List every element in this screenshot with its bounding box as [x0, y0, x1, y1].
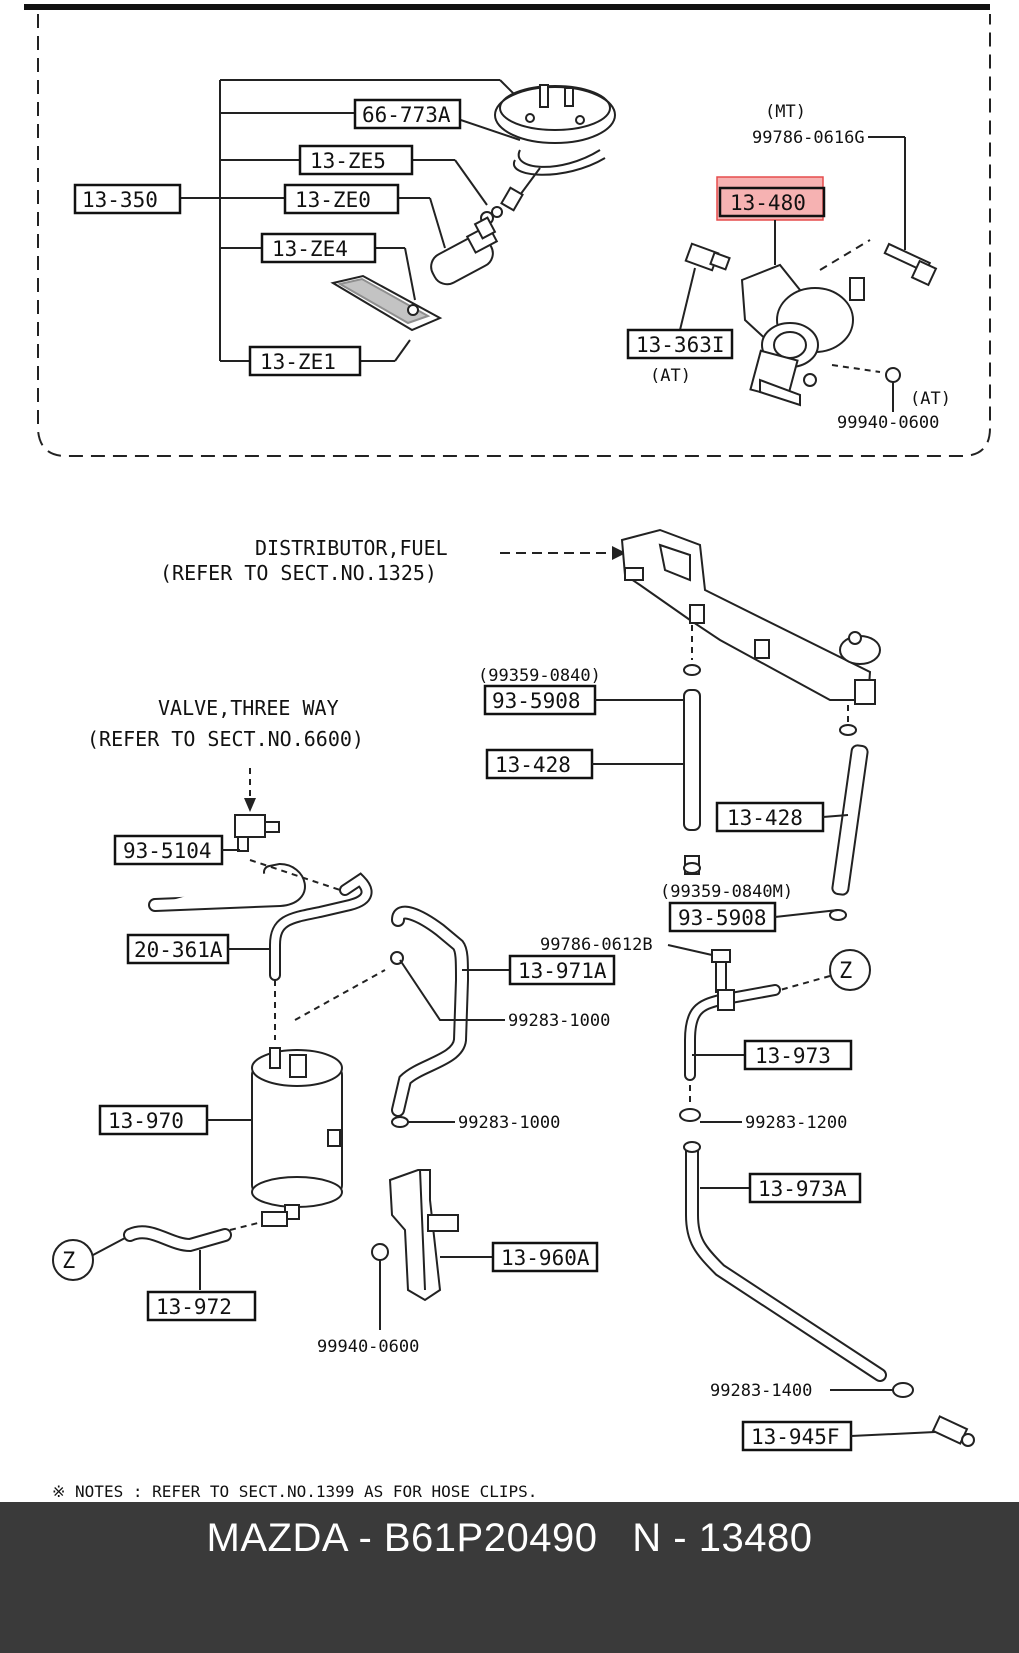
footer-bar: MAZDA - B61P20490 N - 13480: [0, 1502, 1019, 1653]
label-13-ze1: 13-ZE1: [260, 350, 336, 374]
label-mt-bolt: 99786-0616G: [752, 128, 865, 148]
label-13-945f: 13-945F: [751, 1425, 840, 1449]
label-20-361a: 20-361A: [134, 938, 223, 962]
label-clip-1000-a: 99283-1000: [508, 1011, 610, 1031]
part-number-caption: MAZDA - B61P20490 N - 13480: [206, 1516, 813, 1560]
middle-hose-drawing: [391, 905, 470, 1117]
fuel-pump-drawing: [430, 206, 503, 286]
fuel-pump-module-drawing: [494, 84, 616, 212]
left-fuel-hose-drawing: [683, 625, 701, 875]
label-66-773a: 66-773A: [362, 103, 451, 127]
label-13-350: 13-350: [82, 188, 158, 212]
vapor-pipe-drawing: [269, 872, 386, 1040]
z-mark-left: [52, 1239, 94, 1281]
label-valve-ref: (REFER TO SECT.NO.6600): [87, 727, 364, 751]
label-clip-1200: 99283-1200: [745, 1113, 847, 1133]
pressure-regulator-drawing: [740, 263, 865, 407]
label-13-973: 13-973: [755, 1044, 831, 1068]
right-bolt-drawing: [711, 949, 731, 993]
label-clip-code-top: (99359-0840): [478, 666, 601, 686]
label-13-ze0: 13-ZE0: [295, 188, 371, 212]
vent-hose-drawing: [148, 859, 341, 912]
upper-group-frame: [37, 14, 991, 457]
pipe-13-973a-drawing: [683, 1141, 914, 1398]
label-mt: (MT): [765, 102, 806, 122]
label-13-972: 13-972: [156, 1295, 232, 1319]
fuel-filter-drawing: [330, 274, 443, 332]
label-at-nut: 99940-0600: [837, 413, 939, 433]
bracket-drawing: [371, 1169, 459, 1302]
label-13-970: 13-970: [108, 1109, 184, 1133]
label-distributor: DISTRIBUTOR,FUEL: [255, 536, 448, 560]
at-nut-drawing: [885, 367, 901, 383]
fuel-distributor-drawing: [620, 528, 881, 705]
label-valve: VALVE,THREE WAY: [158, 696, 339, 720]
label-93-5908-top: 93-5908: [492, 689, 581, 713]
label-13-428-left: 13-428: [495, 753, 571, 777]
label-13-ze5: 13-ZE5: [310, 149, 386, 173]
upper-labels: 13-350 66-773A 13-ZE5 13-ZE0 13-ZE4 13-Z…: [73, 98, 462, 377]
canister-drawing: [251, 1047, 343, 1220]
label-clip-1400: 99283-1400: [710, 1381, 812, 1401]
label-at-right: (AT): [910, 389, 951, 409]
three-way-valve-drawing: [234, 814, 280, 852]
mt-bolt-drawing: [883, 242, 938, 287]
label-13-363i: 13-363I: [636, 333, 725, 357]
label-clip-1000-b: 99283-1000: [458, 1113, 560, 1133]
label-13-ze4: 13-ZE4: [272, 237, 348, 261]
label-clip-code-right: (99359-0840M): [660, 882, 793, 902]
notes-text: ※ NOTES : REFER TO SECT.NO.1399 AS FOR H…: [52, 1482, 537, 1501]
at-fitting-drawing: [684, 242, 731, 272]
label-13-428-right: 13-428: [727, 806, 803, 830]
z-mark-right-text: Z: [839, 959, 852, 984]
diagram-canvas: 13-350 66-773A 13-ZE5 13-ZE0 13-ZE4 13-Z…: [24, 4, 991, 1501]
right-fuel-hose-drawing: [829, 705, 869, 921]
label-distributor-ref: (REFER TO SECT.NO.1325): [160, 561, 437, 585]
label-13-973a: 13-973A: [758, 1177, 847, 1201]
top-border: [24, 4, 990, 10]
lower-hose-drawing: [123, 1211, 288, 1253]
label-93-5908-right: 93-5908: [678, 906, 767, 930]
label-at-left: (AT): [650, 366, 691, 386]
label-bolt-0612b: 99786-0612B: [540, 935, 653, 955]
z-mark-left-text: Z: [62, 1249, 75, 1274]
label-nut-middle: 99940-0600: [317, 1337, 419, 1357]
z-mark-right: [829, 949, 871, 991]
label-13-480: 13-480: [730, 191, 806, 215]
label-13-971a: 13-971A: [518, 959, 607, 983]
pipe-13-973-drawing: [679, 984, 781, 1122]
fitting-drawing: [931, 1415, 975, 1447]
label-13-960a: 13-960A: [501, 1246, 590, 1270]
label-93-5104: 93-5104: [123, 839, 212, 863]
